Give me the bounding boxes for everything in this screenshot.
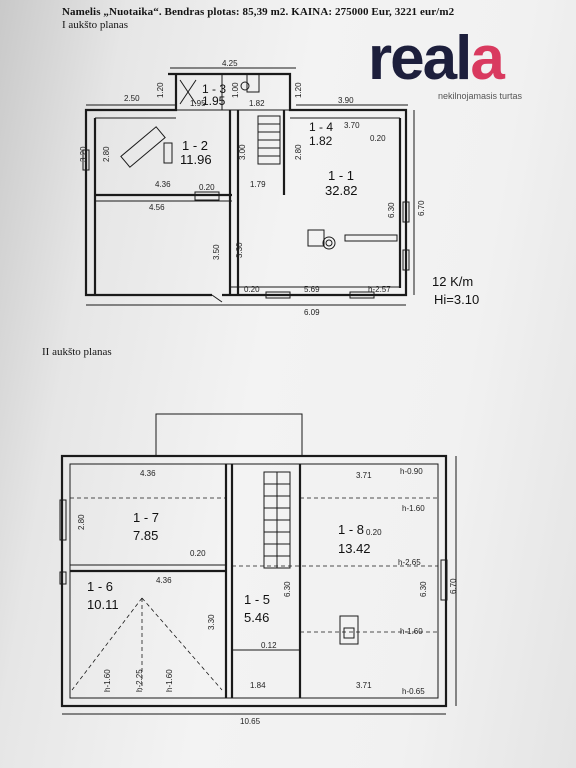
logo-wordmark: reala (368, 28, 505, 90)
dim-label: 3.70 (344, 121, 360, 130)
dim-label: h-2.65 (398, 558, 421, 567)
dim-label: 1.20 (156, 82, 165, 98)
dim-label: 0.20 (244, 285, 260, 294)
dim-label: 1.82 (249, 99, 265, 108)
dim-label: 1.79 (250, 180, 266, 189)
dim-label: 0.20 (199, 183, 215, 192)
dim-label: h-1.60 (165, 669, 174, 692)
dim-label: 1.95 (190, 99, 206, 108)
dim-label: 6.70 (449, 578, 458, 594)
floor1-walls (82, 72, 410, 303)
room-area: 1.82 (309, 134, 333, 148)
dim-label: 3.00 (238, 144, 247, 160)
load-note: 12 K/m (432, 274, 473, 289)
dim-label: h-2.25 (135, 669, 144, 692)
dim-label: 6.30 (283, 581, 292, 597)
dim-label: 6.70 (417, 200, 426, 216)
dim-label: 3.71 (356, 471, 372, 480)
floor2-label: II aukšto planas (42, 346, 112, 358)
listing-title: Namelis „Nuotaika“. Bendras plotas: 85,3… (62, 6, 455, 18)
dim-label: 3.30 (235, 242, 244, 258)
room-id: 1 - 6 (87, 579, 113, 594)
dim-label: h-1.60 (400, 627, 423, 636)
dim-label: 2.80 (77, 514, 86, 530)
dim-label: 3.50 (212, 244, 221, 260)
dim-label: 1.84 (250, 681, 266, 690)
logo-word-start: real (368, 24, 472, 93)
floor1-dimension-lines (86, 67, 415, 306)
logo-tagline: nekilnojamasis turtas (438, 91, 523, 101)
dim-label: 1.20 (294, 82, 303, 98)
room-area: 10.11 (87, 597, 119, 612)
room-id: 1 - 4 (309, 120, 333, 134)
dim-label: 3.71 (356, 681, 372, 690)
room-area: 11.96 (180, 152, 212, 167)
dim-label: h-1.60 (103, 669, 112, 692)
room-id: 1 - 5 (244, 592, 270, 607)
floor2-walls (59, 413, 448, 708)
dim-label: 4.25 (222, 59, 238, 68)
dim-label: 10.65 (240, 717, 261, 726)
dim-label: 2.80 (294, 144, 303, 160)
room-area: 1.95 (202, 94, 226, 108)
dim-label: 0.20 (190, 549, 206, 558)
dim-label: 6.30 (387, 202, 396, 218)
height-note: Hi=3.10 (434, 292, 479, 307)
dim-label: 4.56 (149, 203, 165, 212)
dim-label: h-0.65 (402, 687, 425, 696)
dim-label: 4.36 (140, 469, 156, 478)
dim-label: 4.36 (155, 180, 171, 189)
room-area: 5.46 (244, 610, 269, 625)
dim-label: 1.00 (231, 82, 240, 98)
room-area: 13.42 (338, 541, 371, 556)
dim-label: 6.09 (304, 308, 320, 317)
dim-label: 0.20 (370, 134, 386, 143)
dim-label: h-2.57 (368, 285, 391, 294)
dim-label: h-1.60 (402, 504, 425, 513)
dim-label: 3.20 (79, 146, 88, 162)
dim-label: 4.36 (156, 576, 172, 585)
room-id: 1 - 2 (182, 138, 208, 153)
dim-label: h-0.90 (400, 467, 423, 476)
floor1-label: I aukšto planas (62, 19, 128, 31)
dim-label: 2.80 (102, 146, 111, 162)
logo-word-accent: a (470, 24, 505, 93)
dim-label: 5.69 (304, 285, 320, 294)
dim-label: 6.30 (419, 581, 428, 597)
dim-label: 3.30 (207, 614, 216, 630)
dim-label: 2.50 (124, 94, 140, 103)
room-area: 32.82 (325, 183, 358, 198)
dim-label: 0.20 (366, 528, 382, 537)
dim-label: 3.90 (338, 96, 354, 105)
room-id: 1 - 7 (133, 510, 159, 525)
reala-logo[interactable]: reala nekilnojamasis turtas (368, 28, 544, 104)
room-id: 1 - 3 (202, 82, 226, 96)
dim-label: 0.12 (261, 641, 277, 650)
room-id: 1 - 1 (328, 168, 354, 183)
room-area: 7.85 (133, 528, 158, 543)
room-id: 1 - 8 (338, 522, 364, 537)
